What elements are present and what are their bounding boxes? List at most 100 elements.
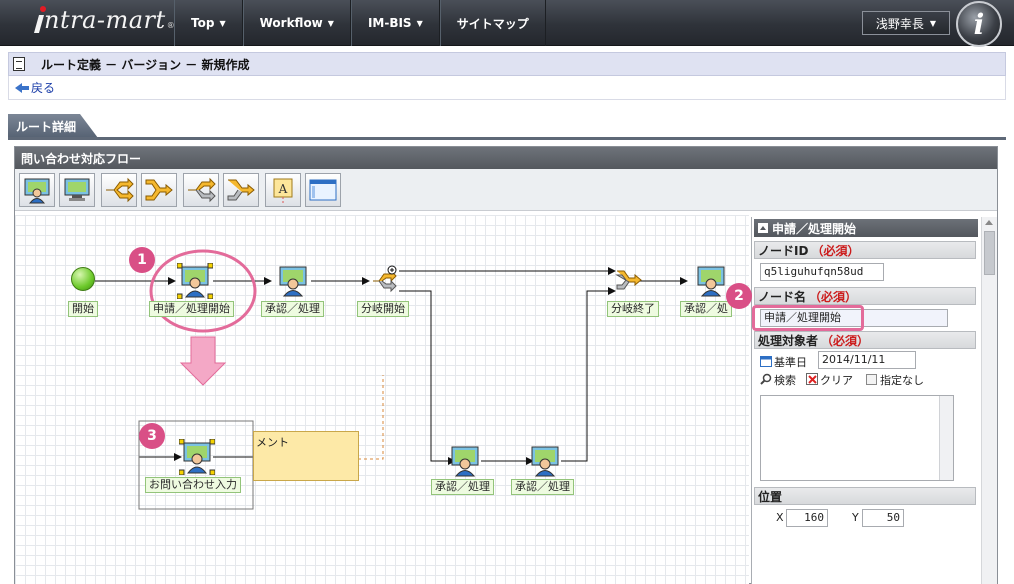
properties-section-title: 申請／処理開始 [772, 221, 857, 236]
branch-end-icon [615, 270, 642, 290]
clear-icon[interactable] [806, 373, 818, 385]
scroll-thumb[interactable] [984, 231, 995, 275]
branch-start-node[interactable] [371, 265, 401, 295]
node-name-field[interactable]: 申請／処理開始 [760, 309, 948, 327]
y-label: Y [852, 511, 859, 524]
branch-start-node-label: 分岐開始 [357, 301, 409, 317]
chevron-down-icon: ▼ [416, 18, 423, 28]
add-branch-end-button[interactable] [141, 172, 177, 207]
logo-registered: ® [166, 21, 175, 30]
nav-sitemap[interactable]: サイトマップ [439, 0, 546, 46]
add-comment-button[interactable]: A [265, 172, 301, 207]
inquiry-node-label: お問い合わせ入力 [145, 477, 241, 493]
node-id-field[interactable]: q5liguhufqn58ud [760, 263, 884, 281]
apply-node[interactable] [176, 262, 214, 300]
nav-workflow[interactable]: Workflow▼ [242, 0, 351, 46]
page-title: ルート定義 － バージョン － 新規作成 [41, 57, 250, 72]
intra-mart-logo[interactable]: ntra-mart ® [34, 6, 175, 38]
nav-im-bis[interactable]: IM-BIS▼ [350, 0, 440, 46]
properties-section-header[interactable]: 申請／処理開始 [754, 219, 978, 237]
user-node-icon [279, 266, 307, 297]
none-checkbox[interactable] [866, 374, 877, 385]
add-system-node-button[interactable] [59, 172, 95, 207]
node-properties-panel: 申請／処理開始 ノードID（必須） q5liguhufqn58ud ノード名（必… [726, 217, 997, 584]
clear-link[interactable]: クリア [820, 374, 853, 387]
add-exclusive-start-button[interactable] [183, 172, 219, 207]
flow-panel: 問い合わせ対応フロー A [14, 146, 998, 584]
user-node-icon [531, 446, 559, 477]
y-field[interactable]: 50 [862, 509, 904, 527]
x-field[interactable]: 160 [786, 509, 828, 527]
nav-top[interactable]: Top▼ [174, 0, 243, 46]
add-branch-start-button[interactable] [101, 172, 137, 207]
required-mark: （必須） [821, 333, 870, 348]
none-checkbox-label: 指定なし [880, 374, 924, 387]
start-node[interactable] [71, 267, 95, 291]
user-node-icon [697, 266, 725, 297]
comment-node-text: メント [256, 436, 289, 449]
callout-2: 2 [726, 283, 752, 309]
chevron-down-icon: ▼ [929, 18, 937, 28]
panel-node-icon [309, 179, 337, 200]
target-label: 処理対象者（必須） [754, 331, 976, 349]
approve-node-1-label: 承認／処理 [261, 301, 324, 317]
calendar-icon[interactable] [760, 355, 772, 367]
branch-end-node[interactable] [615, 265, 645, 295]
logo-i-icon [34, 6, 46, 33]
search-icon[interactable] [760, 373, 772, 385]
x-label: X [776, 511, 784, 524]
user-node-icon [176, 262, 214, 300]
flow-title: 問い合わせ対応フロー [15, 147, 997, 169]
required-mark: （必須） [811, 243, 860, 258]
user-node-icon [24, 178, 50, 203]
flow-toolbar: A [15, 169, 997, 211]
system-node-icon [64, 178, 90, 201]
global-nav: Top▼ Workflow▼ IM-BIS▼ サイトマップ [174, 0, 546, 46]
callout-3: 3 [139, 423, 165, 449]
logo-text: ntra-mart [44, 6, 166, 34]
approve-node-lower-2[interactable] [529, 445, 561, 477]
nav-top-label: Top [191, 16, 215, 30]
branch-end-icon [145, 179, 173, 200]
apply-node-label: 申請／処理開始 [149, 301, 234, 317]
avatar-glyph: i [973, 7, 985, 41]
branch-start-icon [106, 177, 134, 202]
callout-1: 1 [129, 247, 155, 273]
position-label: 位置 [754, 487, 976, 505]
approve-node-1[interactable] [277, 265, 309, 297]
exclusive-end-icon [227, 179, 255, 200]
target-list-scrollbar[interactable] [939, 396, 953, 480]
comment-icon-glyph: A [278, 182, 288, 196]
approve-node-lower-1-label: 承認／処理 [431, 479, 494, 495]
add-panel-button[interactable] [305, 172, 341, 207]
comment-node-icon: A [273, 178, 293, 203]
add-user-node-button[interactable] [19, 172, 55, 207]
exclusive-start-icon [188, 177, 216, 202]
add-exclusive-end-button[interactable] [223, 172, 259, 207]
back-link[interactable]: 戻る [31, 81, 56, 95]
avatar[interactable]: i [956, 1, 1002, 47]
base-date-label: 基準日 [774, 356, 807, 369]
back-arrow-icon[interactable] [15, 82, 29, 93]
user-name: 浅野幸長 [875, 16, 924, 31]
target-list-box[interactable] [760, 395, 954, 481]
scroll-up-icon[interactable] [985, 220, 993, 225]
properties-scrollbar[interactable] [981, 217, 997, 584]
user-node-icon [178, 438, 216, 476]
approve-node-lower-1[interactable] [449, 445, 481, 477]
comment-node[interactable]: メント [253, 431, 359, 481]
base-date-field[interactable]: 2014/11/11 [818, 351, 916, 369]
approve-node-right-label: 承認／処 [680, 301, 732, 317]
tab-underline [8, 137, 1006, 140]
inquiry-node[interactable] [178, 438, 216, 476]
collapse-icon[interactable] [758, 223, 768, 233]
approve-node-lower-2-label: 承認／処理 [511, 479, 574, 495]
user-menu-button[interactable]: 浅野幸長 ▼ [862, 11, 950, 35]
node-name-label: ノード名（必須） [754, 287, 976, 305]
required-mark: （必須） [809, 289, 858, 304]
tab-route-detail[interactable]: ルート詳細 [8, 114, 98, 138]
page-title-bar: ルート定義 － バージョン － 新規作成 [8, 52, 1006, 76]
flow-canvas[interactable]: 開始 申請／処理開始 承認／処理 分岐開始 分岐終了 [15, 215, 749, 584]
search-link[interactable]: 検索 [774, 374, 796, 387]
approve-node-right[interactable] [695, 265, 727, 297]
